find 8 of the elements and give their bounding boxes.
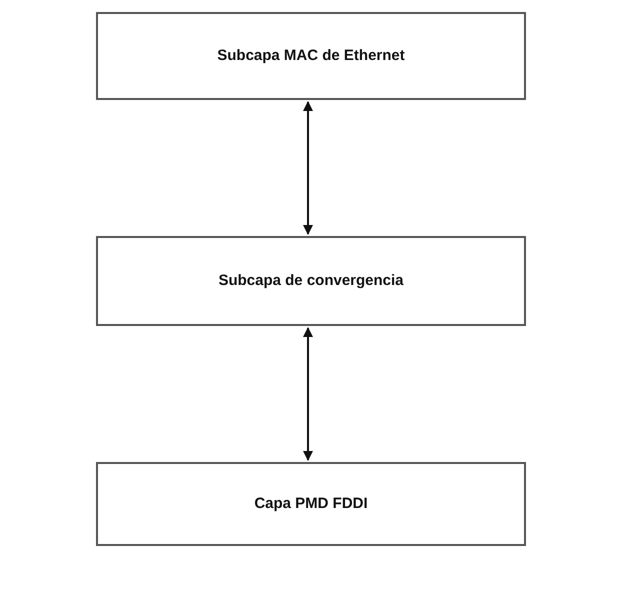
layer-box: [96, 462, 526, 546]
layer-box: [96, 12, 526, 100]
layer-box: [96, 236, 526, 326]
layer-label: Subcapa de convergencia: [218, 270, 404, 291]
layer-label: Subcapa MAC de Ethernet: [217, 46, 405, 66]
double-arrow: [303, 327, 313, 461]
layer-label: Capa PMD FDDI: [254, 494, 368, 514]
double-arrow: [303, 101, 313, 235]
